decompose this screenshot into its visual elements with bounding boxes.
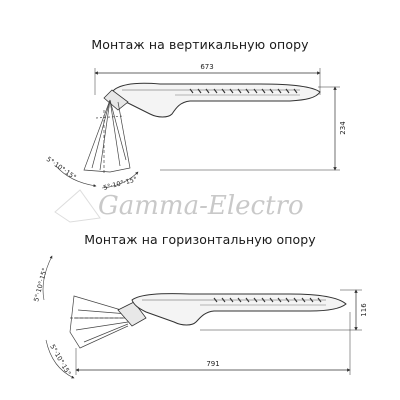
bottom-lower-angle-arc: [45, 339, 75, 379]
bottom-tilt-fan: [69, 295, 132, 349]
watermark-text: Gamma-Electro: [98, 191, 304, 221]
bottom-width-value: 791: [206, 360, 219, 368]
top-drawing: 673 234: [45, 63, 347, 192]
bottom-upper-angle-arc: [42, 255, 53, 301]
top-angle-arcs: [55, 165, 139, 189]
bottom-angle-lower-label: 5°·10°·15°: [48, 343, 72, 377]
bottom-height-value: 116: [360, 303, 368, 317]
bottom-angle-upper-label: 5°·10°·15°: [32, 267, 49, 302]
top-tilt-fan: [83, 99, 131, 175]
bottom-width-dimension: 791: [75, 312, 351, 375]
horizontal-mount-heading: Монтаж на горизонтальную опору: [84, 232, 316, 247]
bottom-height-dimension: 116: [200, 289, 368, 331]
top-height-value: 234: [339, 121, 347, 135]
top-width-value: 673: [200, 63, 213, 71]
bottom-drawing: 5°·10°·15°: [32, 255, 368, 379]
bottom-luminaire: [131, 293, 347, 326]
top-angle-right-label: 5°·10°·15°: [102, 175, 137, 192]
top-luminaire: [103, 82, 321, 118]
top-height-dimension: 234: [160, 86, 347, 171]
top-angle-left-label: 5°·10°·15°: [45, 155, 78, 181]
watermark: Gamma-Electro: [54, 189, 304, 223]
top-width-dimension: 673: [94, 63, 321, 95]
bottom-bracket: [117, 301, 147, 327]
vertical-mount-heading: Монтаж на вертикальную опору: [91, 37, 309, 52]
